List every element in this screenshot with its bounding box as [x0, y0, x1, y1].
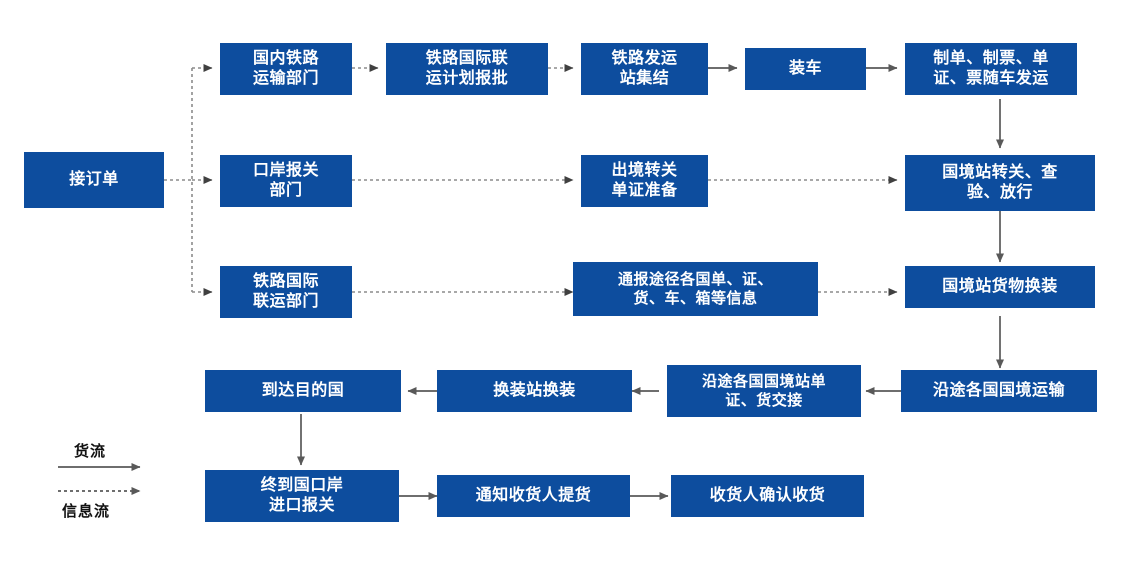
node-final-port-import-customs[interactable]: 终到国口岸 进口报关: [205, 470, 399, 522]
node-rail-dispatch-station[interactable]: 铁路发运 站集结: [581, 43, 708, 95]
node-rail-intl-through-dept[interactable]: 铁路国际 联运部门: [220, 266, 352, 318]
node-border-cargo-transfer[interactable]: 国境站货物换装: [905, 266, 1095, 308]
node-arrive-destination-country[interactable]: 到达目的国: [205, 370, 401, 412]
node-rail-intl-plan-approval[interactable]: 铁路国际联 运计划报批: [386, 43, 548, 95]
node-transfer-station-reload[interactable]: 换装站换装: [437, 370, 632, 412]
node-border-transit-inspect[interactable]: 国境站转关、查 验、放行: [905, 155, 1095, 211]
node-notify-consignee[interactable]: 通知收货人提货: [437, 475, 630, 517]
node-transit-countries-transport[interactable]: 沿途各国国境运输: [901, 370, 1097, 412]
node-order-intake[interactable]: 接订单: [24, 152, 164, 208]
node-loading[interactable]: 装车: [745, 48, 866, 90]
node-consignee-confirm[interactable]: 收货人确认收货: [671, 475, 864, 517]
node-domestic-rail-dept[interactable]: 国内铁路 运输部门: [220, 43, 352, 95]
legend-info-flow-label: 信息流: [62, 503, 111, 520]
node-notify-countries-info[interactable]: 通报途径各国单、证、 货、车、箱等信息: [573, 262, 818, 316]
node-transit-border-handover[interactable]: 沿途各国国境站单 证、货交接: [667, 365, 861, 417]
legend-cargo-flow-label: 货流: [74, 443, 107, 460]
node-port-customs-dept[interactable]: 口岸报关 部门: [220, 155, 352, 207]
node-docs-tickets-dispatch[interactable]: 制单、制票、单 证、票随车发运: [905, 43, 1077, 95]
node-exit-transit-docs[interactable]: 出境转关 单证准备: [581, 155, 708, 207]
legend-arrows: [58, 463, 141, 495]
